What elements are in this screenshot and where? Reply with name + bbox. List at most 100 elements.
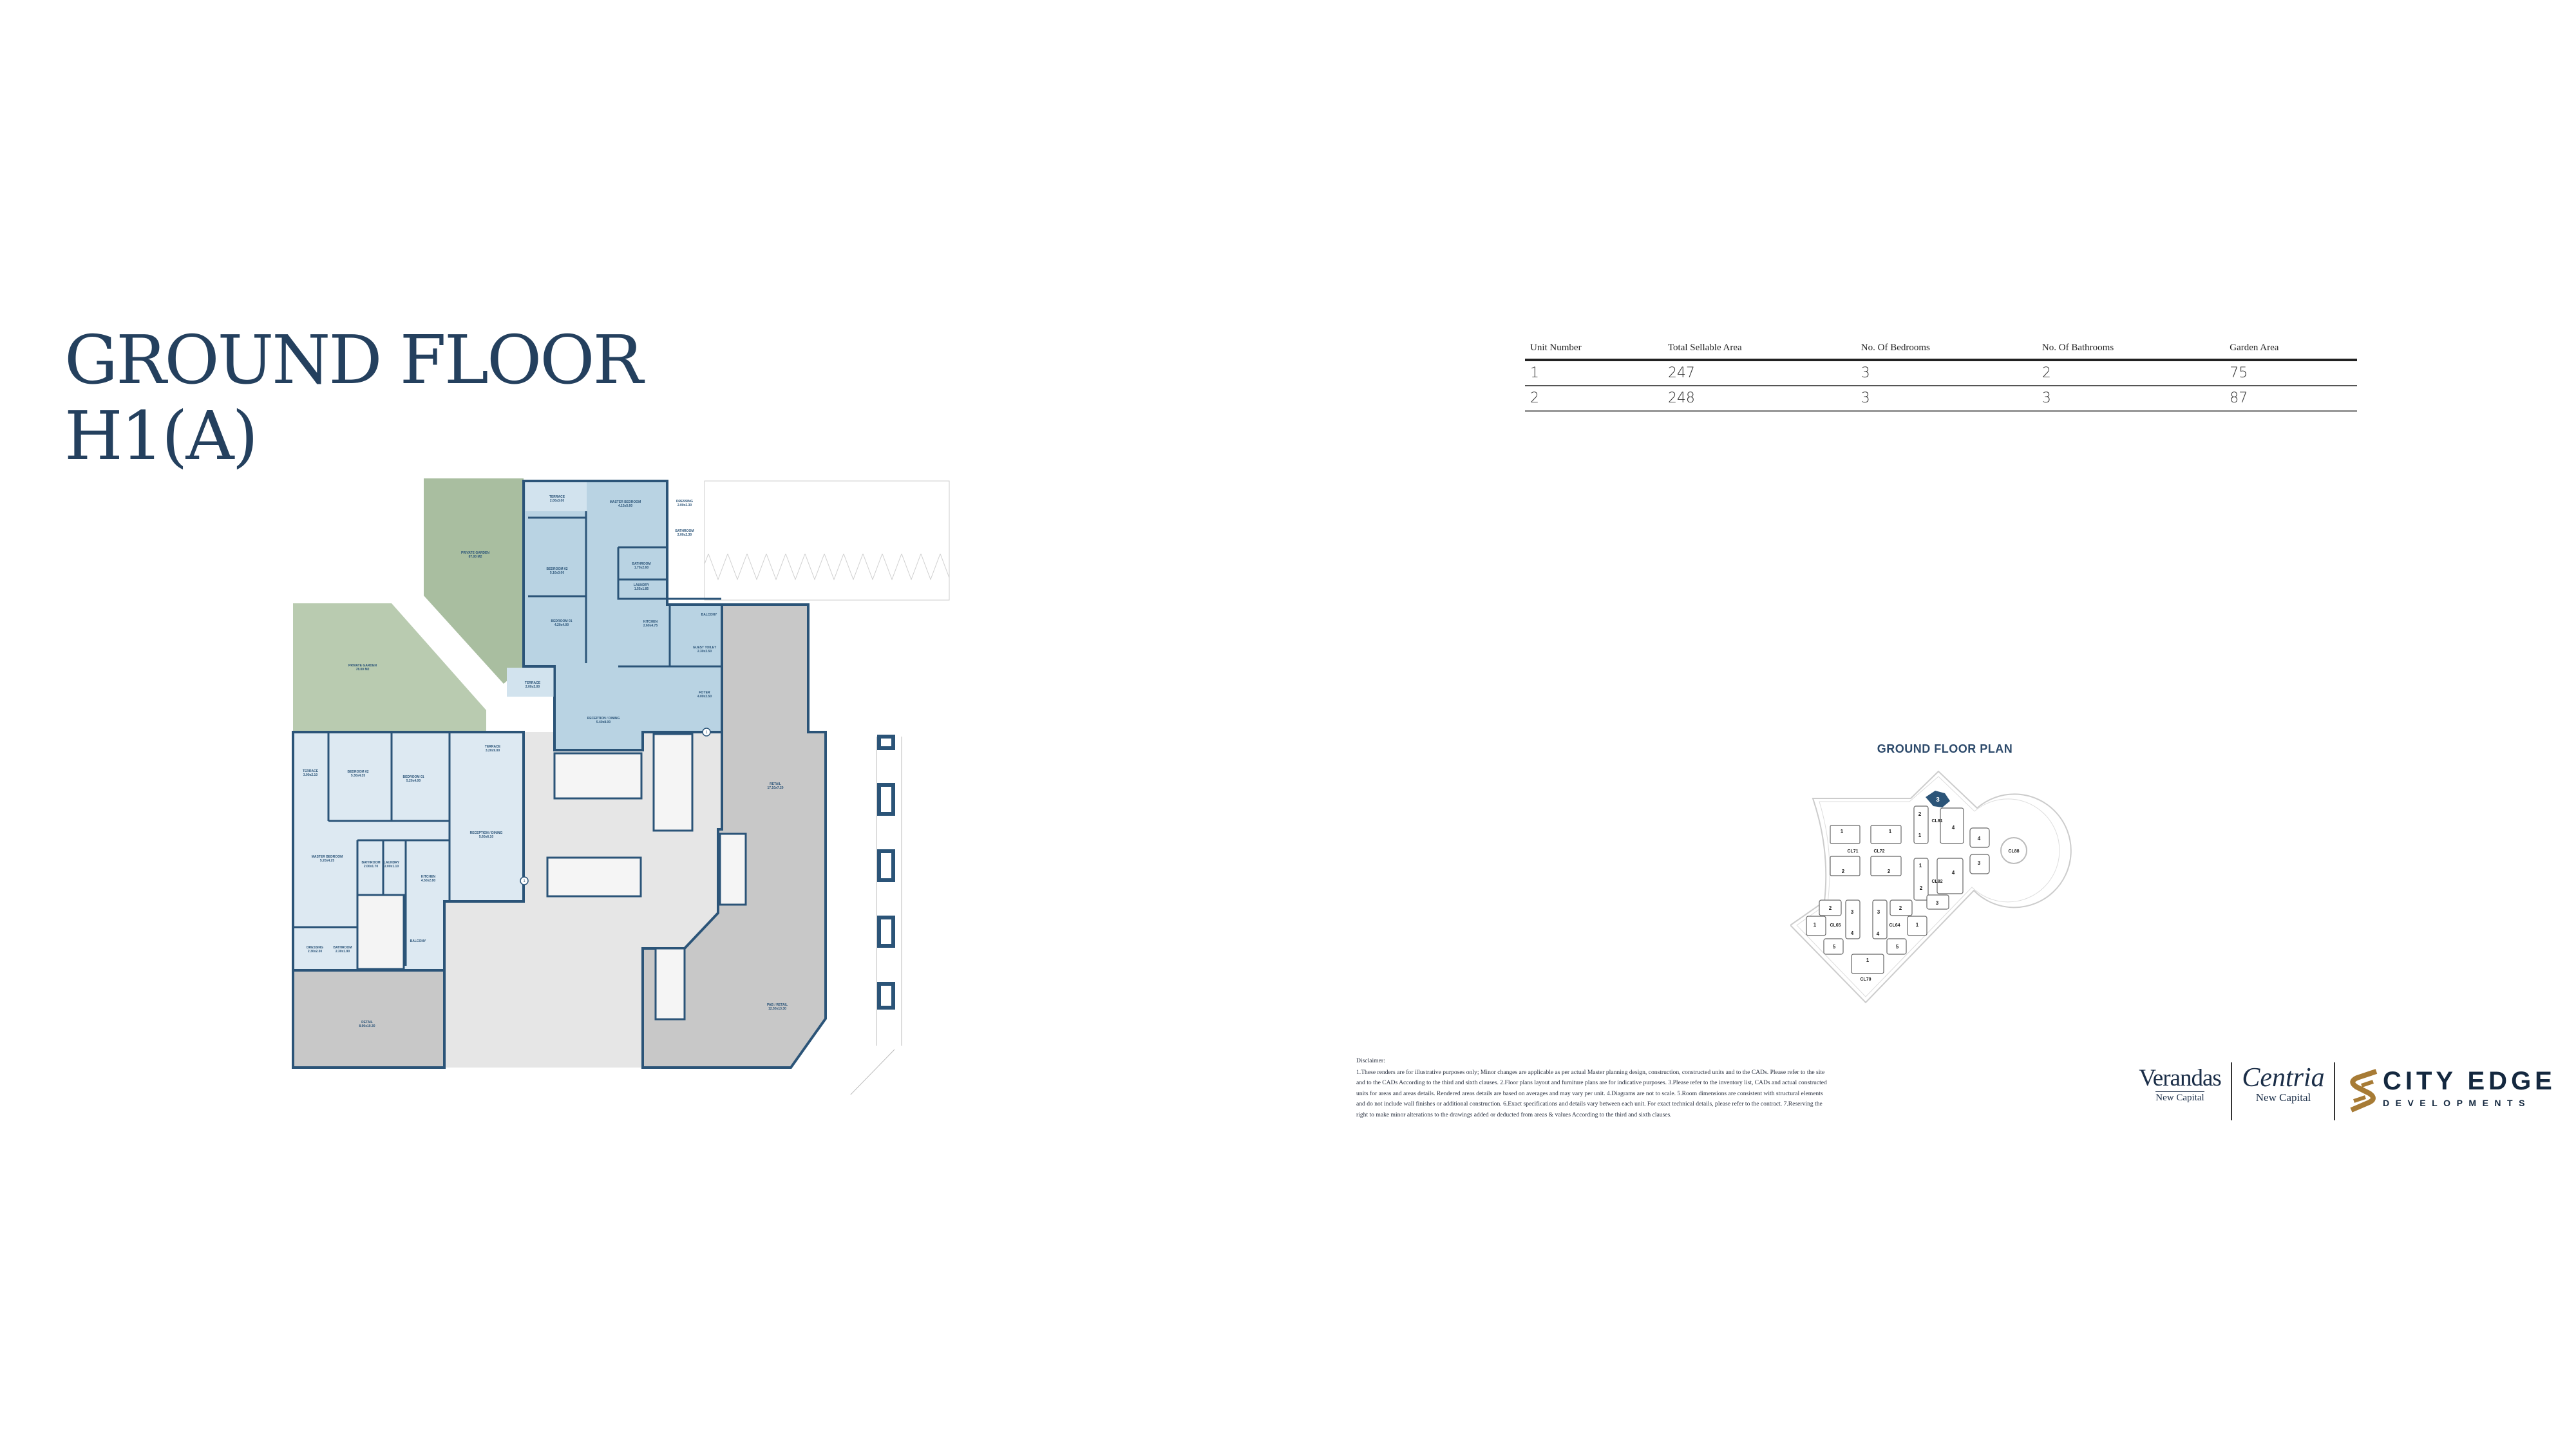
unit-number-label: 2 bbox=[1920, 885, 1923, 891]
unit-number-label: 3 bbox=[1936, 900, 1939, 906]
unit-number-label: 1 bbox=[1814, 922, 1817, 928]
cluster-label: CL65 bbox=[1830, 923, 1841, 928]
unit-number-label: 2 bbox=[1829, 905, 1832, 911]
site-plan-title: GROUND FLOOR PLAN bbox=[1877, 742, 2013, 755]
title-line-1: GROUND FLOOR bbox=[64, 321, 643, 399]
cluster-label: CL88 bbox=[2008, 849, 2019, 854]
cluster-label: CL71 bbox=[1847, 849, 1858, 854]
private-garden-upper bbox=[424, 478, 524, 684]
cell: 2 bbox=[2036, 360, 2225, 386]
page-title: GROUND FLOOR H1(A) bbox=[64, 321, 643, 475]
unit-number-label: 1 bbox=[1916, 922, 1919, 928]
unit-number-label: 2 bbox=[1918, 811, 1922, 817]
retail-left bbox=[292, 969, 446, 1069]
highlighted-unit-label: 3 bbox=[1936, 796, 1940, 804]
cell: 3 bbox=[1855, 360, 2037, 386]
interior-walls bbox=[293, 511, 721, 966]
colonnade-walkway bbox=[850, 737, 902, 1095]
cell: 3 bbox=[2036, 386, 2225, 412]
title-line-2: H1(A) bbox=[64, 397, 258, 475]
private-garden-lower bbox=[293, 603, 486, 731]
unit-number-label: 4 bbox=[1952, 870, 1955, 876]
cell: 247 bbox=[1662, 360, 1856, 386]
col-bathrooms: No. Of Bathrooms bbox=[2036, 343, 2225, 361]
site-outline bbox=[1790, 770, 2072, 1004]
room-label: BALCONY bbox=[410, 939, 426, 943]
buildings bbox=[1806, 805, 1990, 974]
highlighted-unit[interactable] bbox=[1926, 791, 1950, 807]
unit-number-label: 1 bbox=[1889, 829, 1892, 834]
table-row: 2 248 3 3 87 bbox=[1525, 386, 2357, 412]
logo-divider bbox=[2334, 1062, 2335, 1120]
table-row: 1 247 3 2 75 bbox=[1525, 360, 2357, 386]
columns bbox=[877, 735, 895, 1010]
unit-number-label: 3 bbox=[1978, 860, 1981, 866]
logo-divider bbox=[2231, 1062, 2232, 1120]
unit-number-label: 4 bbox=[1978, 836, 1981, 842]
unit-number-label: 2 bbox=[1888, 869, 1891, 874]
col-garden-area: Garden Area bbox=[2224, 343, 2357, 361]
svg-text:1: 1 bbox=[523, 880, 526, 883]
unit-number-label: 4 bbox=[1851, 930, 1854, 936]
unit-number-label: 4 bbox=[1952, 825, 1955, 831]
unit-number-label: 1 bbox=[1841, 829, 1844, 834]
cell: 2 bbox=[1525, 386, 1663, 412]
svg-text:1: 1 bbox=[705, 731, 708, 735]
cluster-label: CL82 bbox=[1931, 880, 1942, 884]
unit-number-label: 4 bbox=[1877, 931, 1880, 937]
col-sellable-area: Total Sellable Area bbox=[1662, 343, 1856, 361]
terrace-upper bbox=[526, 482, 587, 511]
unit-upper[interactable] bbox=[522, 480, 723, 751]
units-table: Unit Number Total Sellable Area No. Of B… bbox=[1525, 343, 2357, 412]
cell: 87 bbox=[2224, 386, 2357, 412]
cluster-label: CL81 bbox=[1931, 819, 1942, 824]
unit-number-label: 5 bbox=[1896, 944, 1899, 950]
cluster-label: CL70 bbox=[1860, 977, 1871, 982]
unit-marker: 1 1 bbox=[520, 728, 711, 885]
verandas-logo: Verandas New Capital bbox=[2139, 1065, 2222, 1104]
table-header-row: Unit Number Total Sellable Area No. Of B… bbox=[1525, 343, 2357, 361]
cluster-label: CL64 bbox=[1889, 923, 1900, 928]
lift-core bbox=[546, 733, 747, 1021]
shaft bbox=[356, 894, 405, 970]
city-edge-logo: CITY EDGE DEVELOPMENTS bbox=[2383, 1067, 2556, 1108]
city-edge-mark-icon bbox=[2350, 1069, 2378, 1113]
unit-number-label: 2 bbox=[1899, 905, 1902, 911]
disclaimer-heading: Disclaimer: bbox=[1356, 1057, 1385, 1064]
room-label: BALCONY bbox=[701, 613, 717, 617]
unit-number-label: 3 bbox=[1877, 909, 1880, 915]
cell: 248 bbox=[1662, 386, 1856, 412]
col-unit-number: Unit Number bbox=[1525, 343, 1663, 361]
cell: 3 bbox=[1855, 386, 2037, 412]
unit-number-label: 1 bbox=[1866, 957, 1870, 963]
terrace-upper-2 bbox=[507, 668, 554, 697]
unit-number-label: 1 bbox=[1918, 833, 1922, 838]
